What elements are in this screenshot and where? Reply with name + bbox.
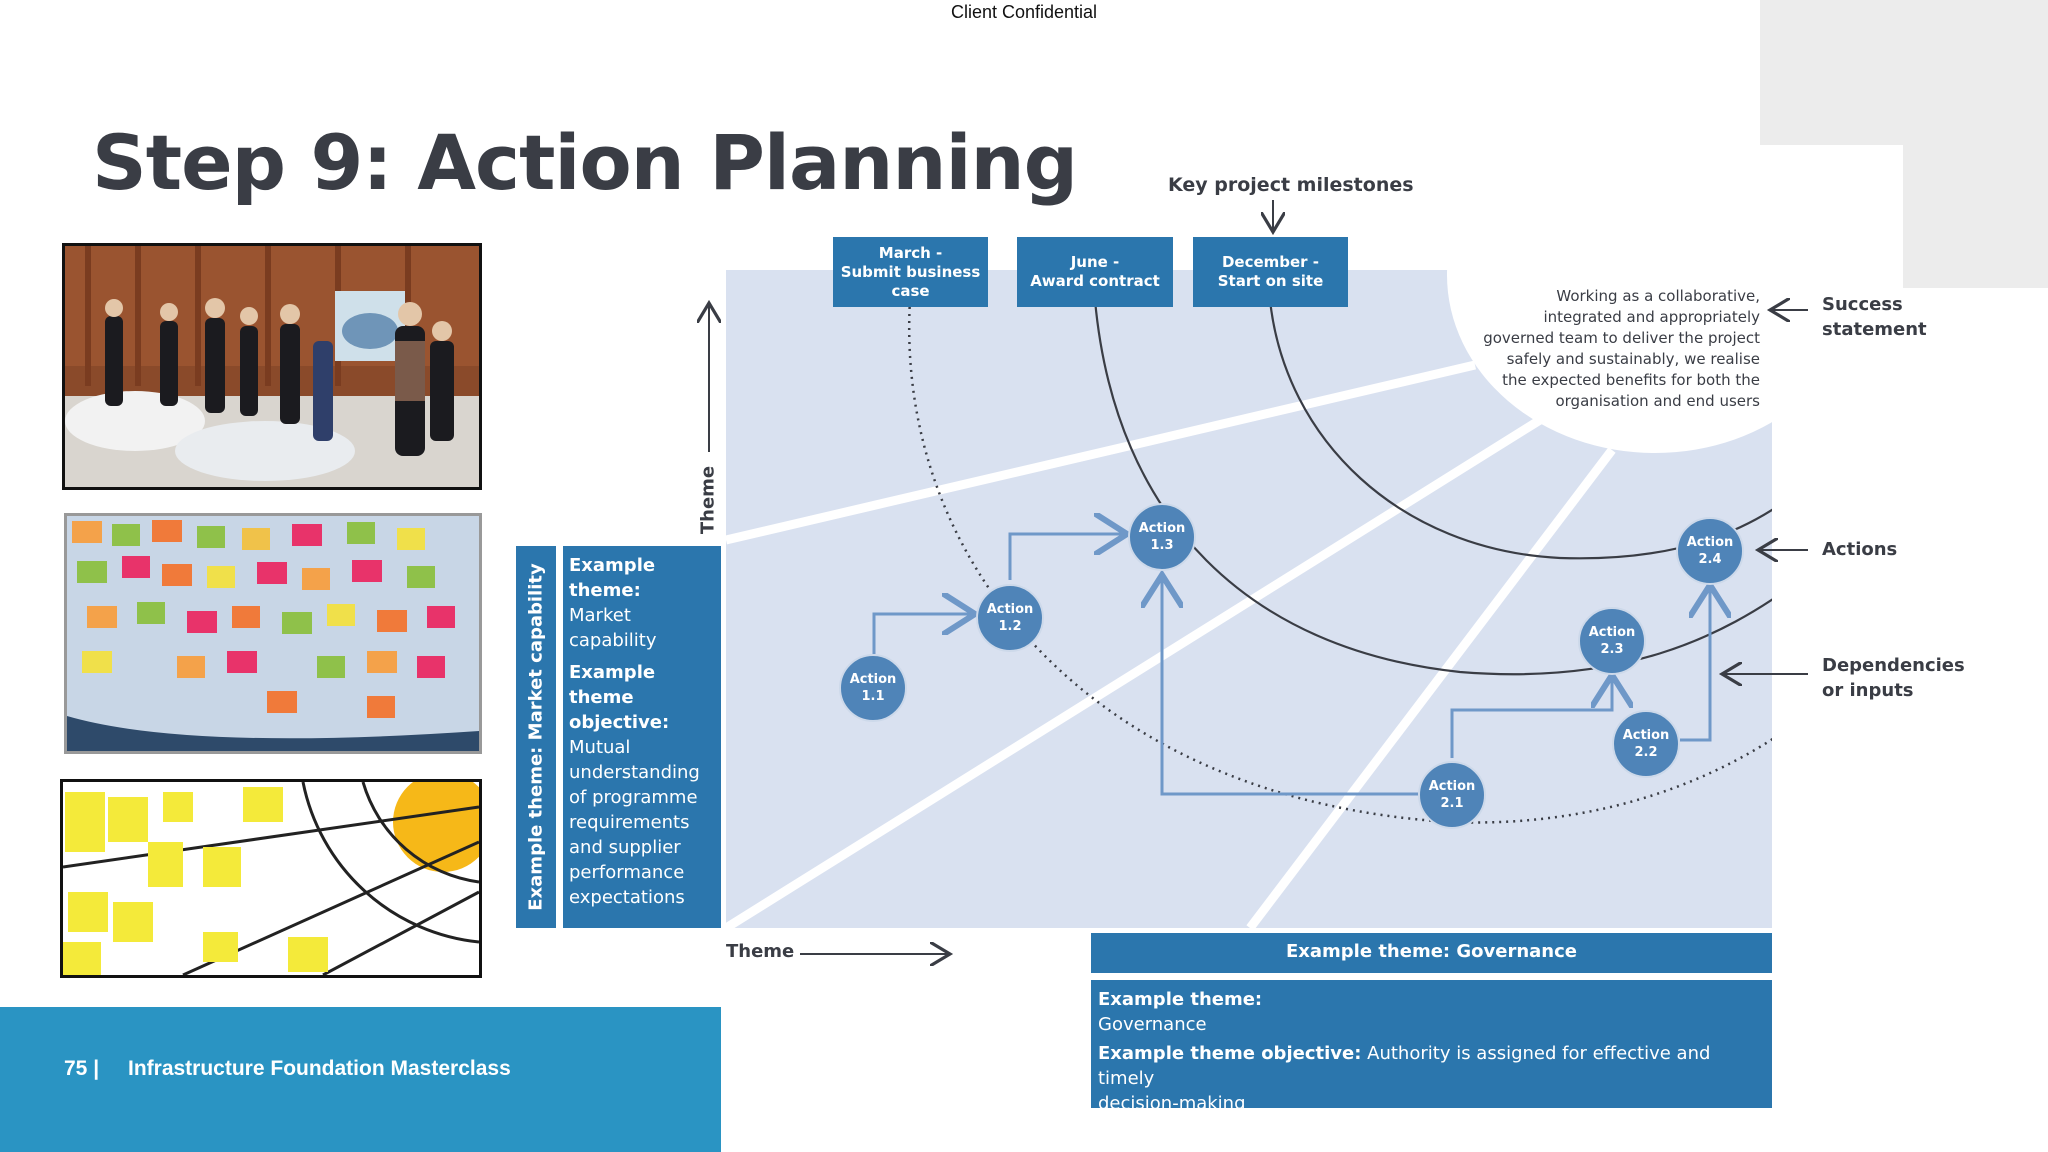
- success-statement-text: Working as a collaborative, integrated a…: [1483, 287, 1760, 410]
- key-milestones-label: Key project milestones: [1168, 174, 1414, 196]
- dependencies-label: Dependencies or inputs: [1822, 655, 1965, 701]
- footer-bar: [0, 1007, 721, 1152]
- bottom-objective-panel-bg: [1091, 980, 1772, 1108]
- bottom-theme-banner-bg: [1091, 933, 1772, 973]
- page-title: Step 9: Action Planning: [92, 118, 1078, 207]
- actions-label: Actions: [1822, 539, 1898, 560]
- bottom-theme-banner: Example theme: Governance: [1285, 941, 1577, 962]
- success-statement-bubble: [1447, 270, 1772, 453]
- milestone-march: March - Submit business case: [833, 237, 988, 307]
- theme-vertical-axis-label: Theme: [697, 465, 719, 535]
- bottom-objective-panel: Example theme: Governance Example theme …: [1098, 989, 1711, 1114]
- success-statement-label: Success statement: [1822, 294, 1927, 340]
- corner-decoration-lower: [1903, 145, 2048, 288]
- left-objective-panel: Example theme: Market capability Example…: [569, 555, 700, 908]
- page-number: 75 |: [64, 1057, 100, 1080]
- vertical-theme-banner-bg: [516, 546, 556, 928]
- sticky-notes-photo: [64, 513, 482, 754]
- milestone-december: December - Start on site: [1193, 237, 1348, 307]
- annotated-diagram-photo: [60, 779, 482, 978]
- milestone-june: June - Award contract: [1017, 237, 1173, 307]
- vertical-theme-banner: Example theme: Market capability: [525, 563, 547, 911]
- left-objective-panel-bg: [563, 546, 721, 928]
- theme-horizontal-axis-label: Theme: [726, 941, 795, 962]
- confidential-label: Client Confidential: [950, 2, 1098, 22]
- workshop-photo: [62, 243, 482, 490]
- footer-course-name: Infrastructure Foundation Masterclass: [128, 1057, 511, 1080]
- corner-decoration: [1760, 0, 2048, 145]
